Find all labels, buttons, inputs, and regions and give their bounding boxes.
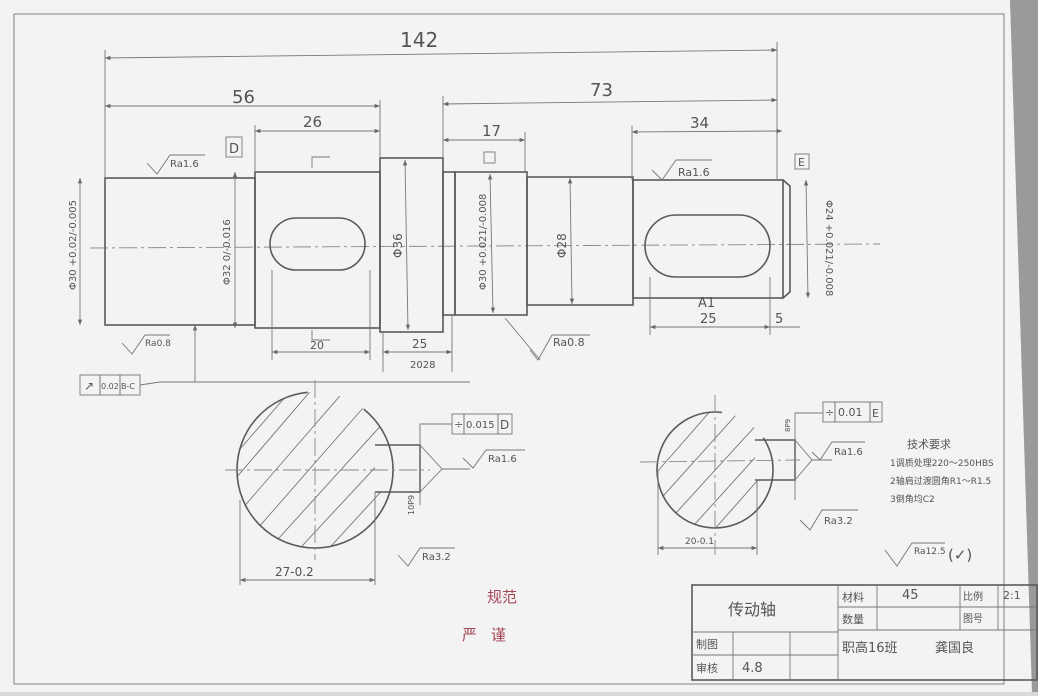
- datum-d-box: [225, 136, 243, 158]
- frame-border: [13, 13, 1005, 685]
- dim-right-len: 73: [590, 80, 613, 101]
- roughness-8: Ra3.2: [824, 516, 853, 527]
- flatness-mark: [483, 151, 496, 164]
- note-line-1: 规范: [487, 588, 517, 606]
- dim-left-len: 56: [232, 87, 255, 108]
- drawing-no-label: 图号: [963, 613, 983, 625]
- dim-right-seg-len: 34: [690, 114, 709, 132]
- roughness-2: Ra0.8: [145, 339, 171, 349]
- tech-req-item-3: 3倒角均C2: [890, 493, 935, 505]
- keyway-1: [269, 217, 366, 271]
- sym1-value: 0.015: [466, 420, 495, 431]
- section-view-1: 27-0.2 10P9 ÷ 0.015 D: [225, 380, 513, 585]
- roughness-4: Ra1.6: [678, 166, 710, 179]
- centerline: [89, 243, 881, 249]
- note-line-2: 严谨: [462, 626, 520, 644]
- scale-value: 2:1: [1003, 589, 1021, 602]
- dim-collar-width: 25: [412, 337, 427, 351]
- dim-key2-offset: 5: [775, 312, 783, 327]
- dim-d6: Φ24 +0.021/-0.008: [823, 200, 834, 296]
- dim-sec2-width: 8P9: [784, 419, 792, 432]
- dim-sec2-depth: 20-0.1: [685, 537, 714, 547]
- drawn-by-label: 制图: [696, 638, 718, 651]
- dim-d3: Φ36: [391, 233, 405, 258]
- roughness-symbols: [121, 154, 945, 567]
- dim-keyway1-pos: 26: [303, 113, 322, 131]
- general-roughness-mark: (✓): [948, 546, 972, 564]
- sym2-symbol: ÷: [825, 406, 834, 419]
- tech-req-item-1: 1调质处理220～250HBS: [890, 457, 994, 469]
- dim-bearing-len: 17: [482, 122, 501, 140]
- scale-label: 比例: [963, 590, 983, 603]
- author-name: 龚国良: [935, 640, 974, 656]
- tech-req-item-2: 2轴肩过渡圆角R1～R1.5: [890, 475, 991, 487]
- roughness-7: Ra1.6: [834, 447, 863, 458]
- checked-by-label: 审核: [696, 661, 718, 675]
- technical-requirements: 技术要求 1调质处理220～250HBS 2轴肩过渡圆角R1～R1.5 3倒角均…: [890, 438, 994, 505]
- checked-value: 4.8: [742, 661, 763, 676]
- class-name: 职高16班: [842, 640, 898, 656]
- dim-overall: 142: [400, 28, 438, 52]
- datum-d: D: [229, 142, 239, 157]
- sym2-value: 0.01: [838, 406, 863, 419]
- material-value: 45: [902, 588, 919, 603]
- datum-e: E: [798, 156, 805, 169]
- general-roughness: Ra12.5: [914, 547, 946, 557]
- key2-label: A1: [698, 296, 715, 311]
- shaft-main-view: [104, 157, 791, 333]
- dim-sec1-depth: 27-0.2: [275, 565, 314, 579]
- runout-value: 0.02: [101, 382, 119, 391]
- sym1-symbol: ÷: [454, 418, 463, 431]
- dim-collar-tol: 2028: [410, 360, 435, 371]
- dim-key2-len: 25: [700, 312, 717, 327]
- dim-sec1-width: 10P9: [407, 495, 416, 515]
- dim-d4: Φ30 +0.021/-0.008: [478, 194, 489, 290]
- section-mark-bottom: [311, 330, 330, 341]
- dimension-lines: [77, 42, 811, 383]
- runout-symbol: ↗: [84, 379, 94, 393]
- dim-d5: Φ28: [555, 233, 569, 258]
- roughness-1: Ra1.6: [170, 159, 199, 170]
- roughness-6: Ra3.2: [422, 552, 451, 563]
- dim-d2: Φ32 0/-0.016: [222, 219, 233, 285]
- roughness-5: Ra1.6: [488, 454, 517, 465]
- material-label: 材料: [842, 590, 864, 604]
- sym1-datum: D: [500, 418, 509, 432]
- tech-req-title: 技术要求: [907, 438, 951, 451]
- dim-d1: Φ30 +0.02/-0.005: [68, 200, 79, 290]
- datum-e-box: [794, 153, 810, 170]
- runout-tolerance-frame: ↗ 0.02 B-C: [79, 325, 198, 396]
- sym2-datum: E: [872, 407, 879, 420]
- section-view-2: 20-0.1 8P9 ÷ 0.01 E: [639, 395, 883, 555]
- runout-datum: B-C: [121, 382, 135, 391]
- quantity-label: 数量: [842, 613, 864, 626]
- part-name: 传动轴: [728, 600, 776, 619]
- title-block: 传动轴 材料 45 比例 2:1 数量 图号 制图 审核 4.8 职高16班 龚…: [691, 584, 1038, 681]
- keyway-2: [644, 214, 771, 278]
- dim-key1-len: 20: [310, 339, 324, 352]
- section-mark-top: [311, 156, 330, 168]
- roughness-3: Ra0.8: [553, 336, 585, 349]
